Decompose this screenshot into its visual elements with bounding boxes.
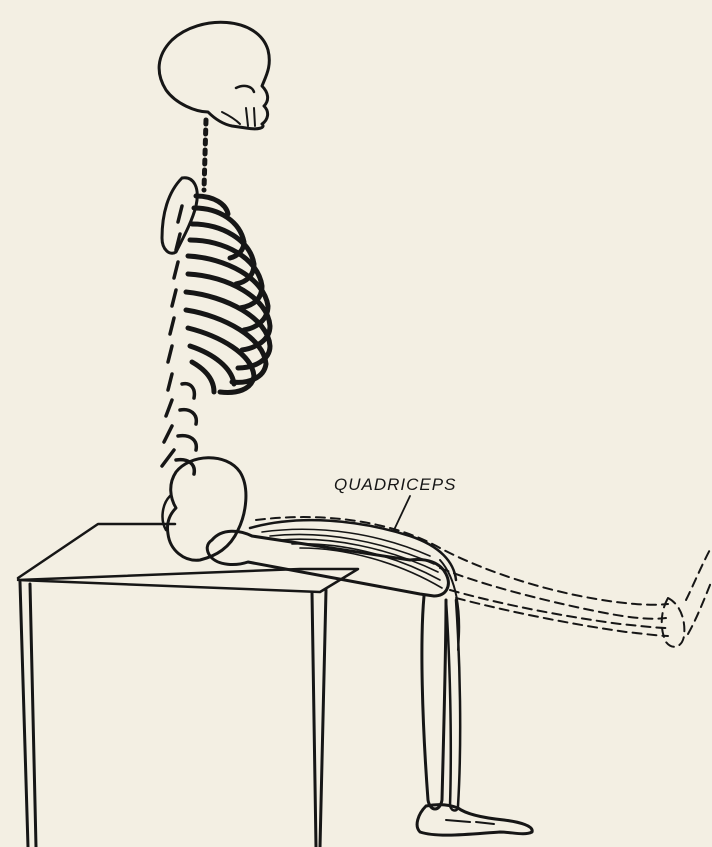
table-leg-front-right (312, 590, 326, 847)
cervical-spine (204, 120, 206, 190)
quadriceps-muscle (250, 520, 459, 650)
skull (159, 22, 269, 129)
table-leg-front-left (20, 582, 36, 847)
rib-cage (186, 196, 270, 392)
lower-leg (422, 596, 460, 811)
label-leader-line (394, 496, 410, 530)
quadriceps-label: QUADRICEPS (334, 475, 456, 494)
pelvis (163, 458, 246, 560)
